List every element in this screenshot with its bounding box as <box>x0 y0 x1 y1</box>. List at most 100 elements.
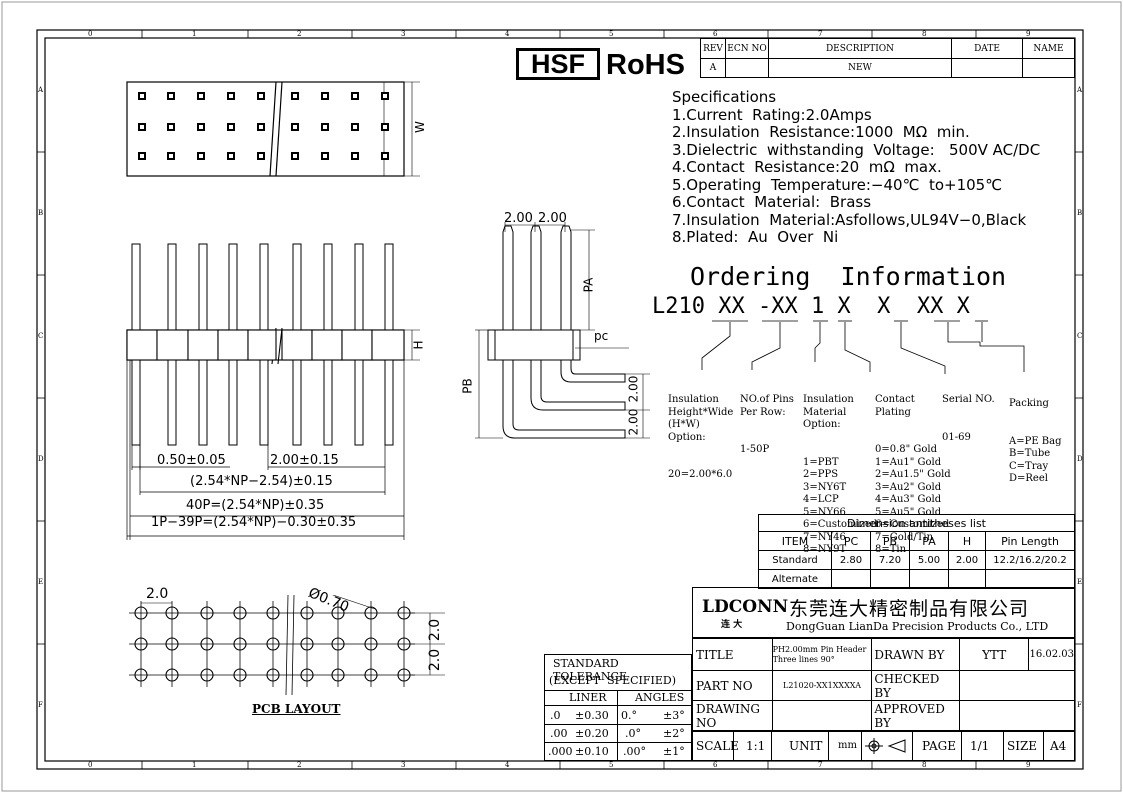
divider <box>545 724 691 725</box>
side-row-pitch-a: 2.00 <box>626 375 641 403</box>
label-pc: pc <box>594 329 609 343</box>
divider <box>617 690 618 761</box>
spec-item: 6.Contact Material: Brass <box>672 193 872 211</box>
ordering-col-values: A=PE Bag B=Tube C=Tray D=Reel <box>1009 435 1062 485</box>
specifications: Specifications 1.Current Rating:2.0Amps … <box>672 88 1040 247</box>
border-row-e: E <box>38 578 44 586</box>
border-col-3: 3 <box>401 30 406 38</box>
name-value <box>1022 58 1075 78</box>
dim-col-item: ITEM <box>758 531 832 551</box>
border-col-1-bottom: 1 <box>192 761 197 769</box>
border-row-c-right: C <box>1077 332 1083 340</box>
ordering-col-values: 1-50P <box>740 444 770 455</box>
dim-pitch: 2.00±0.15 <box>270 453 339 468</box>
dim-cell: Standard <box>758 550 832 570</box>
border-col-7: 7 <box>818 30 823 38</box>
dim-pin-width: 0.50±0.05 <box>157 453 226 468</box>
dim-cell: 2.00 <box>948 550 986 570</box>
size-value: A4 <box>1050 739 1067 753</box>
border-col-7-bottom: 7 <box>818 761 823 769</box>
side-pitch-a: 2.00 <box>504 211 533 226</box>
tol-cell: .00° <box>623 745 646 758</box>
border-row-f-right: F <box>1077 701 1082 709</box>
border-col-4-bottom: 4 <box>505 761 510 769</box>
tol-cell: .00 <box>550 727 568 740</box>
drawn-by-value: YTT <box>958 638 1030 671</box>
ordering-col-title: Serial NO. <box>942 394 995 405</box>
pcb-pitch-label: 2.0 <box>146 586 169 602</box>
tolerance-title: STANDARD TOLERANCE <box>553 657 627 683</box>
border-col-8: 8 <box>922 30 927 38</box>
spec-item: 7.Insulation Material:Asfollows,UL94V−0,… <box>672 210 1027 229</box>
spec-item: 8.Plated: Au Over Ni <box>672 228 839 246</box>
spec-item: 4.Contact Resistance:20 mΩ max. <box>672 158 942 176</box>
spec-item: 2.Insulation Resistance:1000 MΩ min. <box>672 123 970 141</box>
border-col-8-bottom: 8 <box>922 761 927 769</box>
rohs-logo: RoHS <box>606 49 685 81</box>
title-value: PH2.00mm Pin Header Three lines 90° <box>771 638 873 671</box>
dim-40p: 40P=(2.54*NP)±0.35 <box>186 498 325 513</box>
specifications-title: Specifications <box>672 88 777 106</box>
border-row-a: A <box>38 86 44 94</box>
side-pitch-b: 2.00 <box>538 211 567 226</box>
top-view-drawing <box>126 81 420 177</box>
label-pa: PA <box>581 277 596 293</box>
border-col-2: 2 <box>297 30 302 38</box>
divider <box>771 732 772 760</box>
ordering-insulation-height: Insulation Height*Wide (H*W) Option: 20=… <box>668 369 733 494</box>
border-row-a-right: A <box>1077 86 1083 94</box>
divider <box>912 732 913 760</box>
ordering-col-values: 20=2.00*6.0 <box>668 469 733 480</box>
dimension-table: Dimension antitheses list ITEM PC PB PA … <box>758 514 1075 589</box>
border-row-f: F <box>38 701 43 709</box>
dim-col-pin-length: Pin Length <box>985 531 1075 551</box>
drawn-by-label: DRAWN BY <box>871 638 960 671</box>
tolerance-subtitle: (EXCEPT SPECIFIED) <box>549 674 676 687</box>
tol-cell: .000 <box>548 745 573 758</box>
label-h: H <box>411 340 426 350</box>
name-header: NAME <box>1022 38 1075 59</box>
border-col-5-bottom: 5 <box>609 761 614 769</box>
ordering-col-values: 01-69 <box>942 431 971 443</box>
ordering-col-title: Packing <box>1009 398 1049 409</box>
unit-value: mm <box>838 740 857 751</box>
border-col-9: 9 <box>1026 30 1031 38</box>
drawing-no-value <box>771 700 873 731</box>
unit-label: UNIT <box>789 739 823 753</box>
dim-cell: Alternate <box>758 569 832 589</box>
border-row-d-right: D <box>1077 455 1083 463</box>
tol-cell: 0.° <box>621 709 637 722</box>
dimension-table-title: Dimension antitheses list <box>758 514 1075 532</box>
divider <box>1003 732 1004 760</box>
dim-col-pc: PC <box>831 531 871 551</box>
dim-cell <box>985 569 1075 589</box>
ordering-col-title: NO.of Pins Per Row: <box>740 394 794 418</box>
pcb-row-pitch-a: 2.0 <box>427 618 444 642</box>
ordering-leaders <box>701 320 1025 374</box>
checked-by-value <box>958 670 1076 701</box>
border-col-6-bottom: 6 <box>713 761 718 769</box>
rev-header: REV <box>700 38 726 59</box>
ecn-value <box>725 58 769 78</box>
border-col-1: 1 <box>192 30 197 38</box>
ecn-header: ECN NO <box>725 38 769 59</box>
date-value <box>951 58 1023 78</box>
ordering-code: L210 XX -XX 1 X X XX X <box>652 294 970 319</box>
page-label: PAGE <box>922 739 956 753</box>
label-pb: PB <box>460 378 475 394</box>
tol-cell: .0° <box>625 727 641 740</box>
tolerance-liner-header: LINER <box>569 691 607 704</box>
hsf-logo: HSF <box>516 48 600 80</box>
border-col-3-bottom: 3 <box>401 761 406 769</box>
checked-by-label: CHECKED BY <box>871 670 960 701</box>
part-no-label: PART NO <box>692 670 773 701</box>
dim-col-pb: PB <box>870 531 910 551</box>
border-row-e-right: E <box>1077 578 1083 586</box>
ordering-col-title: Insulation Material Option: <box>803 394 854 430</box>
company-logo: LDCONN <box>702 597 789 617</box>
divider <box>961 732 962 760</box>
description-header: DESCRIPTION <box>768 38 952 59</box>
ordering-col-title: Insulation Height*Wide (H*W) Option: <box>668 394 734 443</box>
tol-cell: ±0.30 <box>575 709 609 722</box>
